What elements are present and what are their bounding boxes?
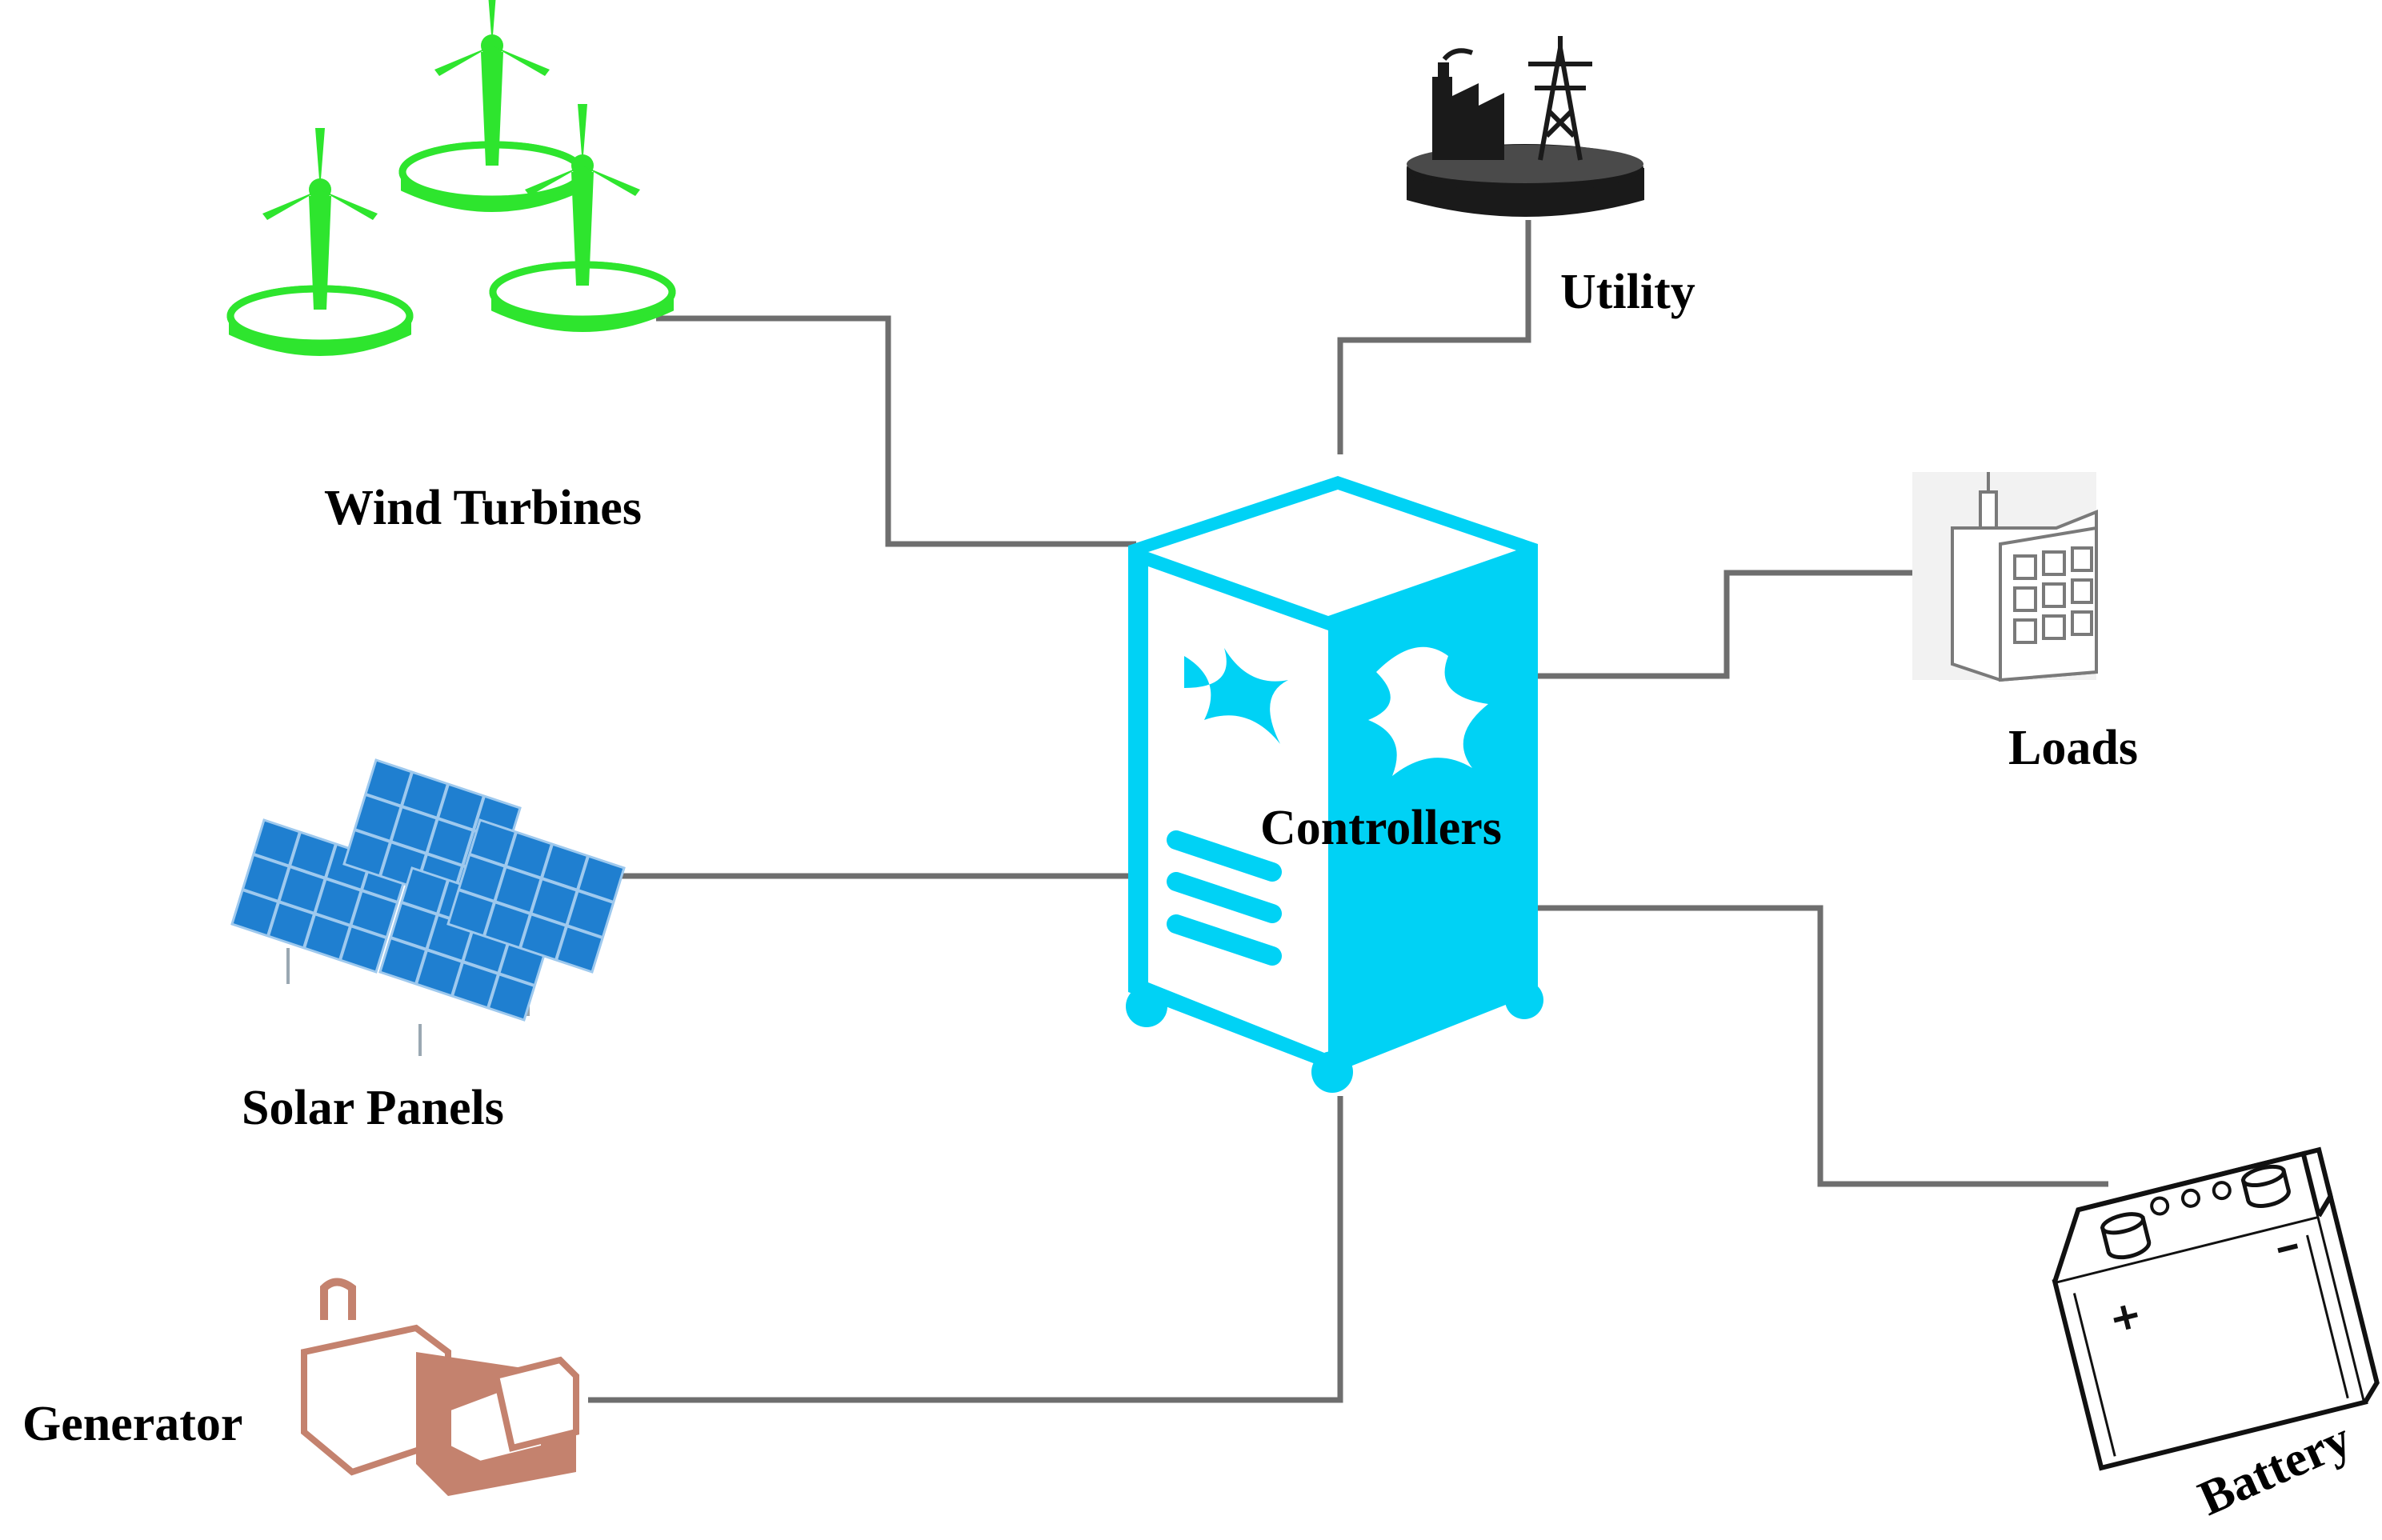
power-plant-icon: [1407, 36, 1644, 217]
generator-label: Generator: [22, 1397, 242, 1451]
wires: [588, 220, 2108, 1403]
controllers-label: Controllers: [1260, 801, 1502, 855]
wire-utility-to-controller: [1337, 220, 1531, 454]
wind-turbines-label: Wind Turbines: [324, 481, 642, 535]
building-icon: [1912, 472, 2098, 682]
battery-icon: [2052, 1146, 2380, 1471]
solar-panel-icon: [230, 758, 626, 1056]
solar-panels-label: Solar Panels: [242, 1081, 504, 1135]
wire-loads-to-controller: [1532, 570, 1919, 679]
wire-wind-to-controller: [656, 315, 1136, 547]
controller-cabinet-icon: [1126, 476, 1543, 1093]
utility-label: Utility: [1560, 265, 1695, 319]
wire-generator-to-controller: [588, 1096, 1343, 1403]
wind-turbine-icon: [230, 0, 672, 354]
loads-label: Loads: [2008, 721, 2138, 775]
wire-battery-to-controller: [1532, 905, 2108, 1187]
generator-icon: [301, 1278, 579, 1496]
